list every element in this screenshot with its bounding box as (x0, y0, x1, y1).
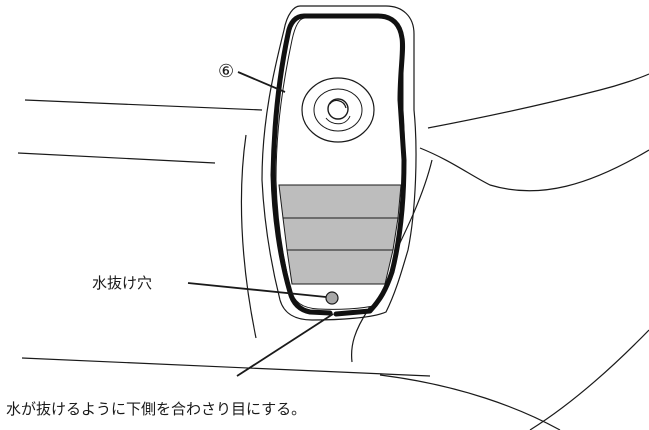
panel-outer-outline (261, 5, 417, 321)
shaded-band-3 (286, 249, 394, 285)
leader-seam (236, 313, 334, 377)
body-outline (17, 73, 649, 430)
cap-knob-slot (329, 99, 347, 109)
body-line-mid-left (17, 152, 216, 164)
gasket-loop (270, 13, 407, 317)
leader-drain-hole (187, 282, 327, 298)
body-line-right-bulge (419, 147, 649, 192)
leader-part-number (237, 71, 286, 93)
body-line-lower (21, 357, 431, 377)
body-line-left-inner (240, 134, 257, 339)
seam-instruction-label: 水が抜けるように下側を合わさり目にする。 (6, 400, 306, 418)
body-line-bottom-curve (379, 374, 561, 430)
part-number-label: ⑥ (218, 61, 234, 82)
body-line-upper-right (427, 73, 649, 129)
leader-lines (187, 71, 334, 377)
drain-hole (325, 291, 339, 305)
cap-knob (327, 98, 349, 120)
body-line-upper-left (24, 99, 263, 111)
drain-hole-label: 水抜け穴 (92, 274, 152, 292)
body-line-bottom-right-diagonal (529, 329, 649, 430)
cap-assembly (301, 77, 375, 143)
shaded-band-1 (278, 184, 402, 219)
shaded-band-2 (282, 217, 399, 251)
cap-knob-shadow (325, 115, 351, 125)
shaded-bands (278, 184, 402, 285)
